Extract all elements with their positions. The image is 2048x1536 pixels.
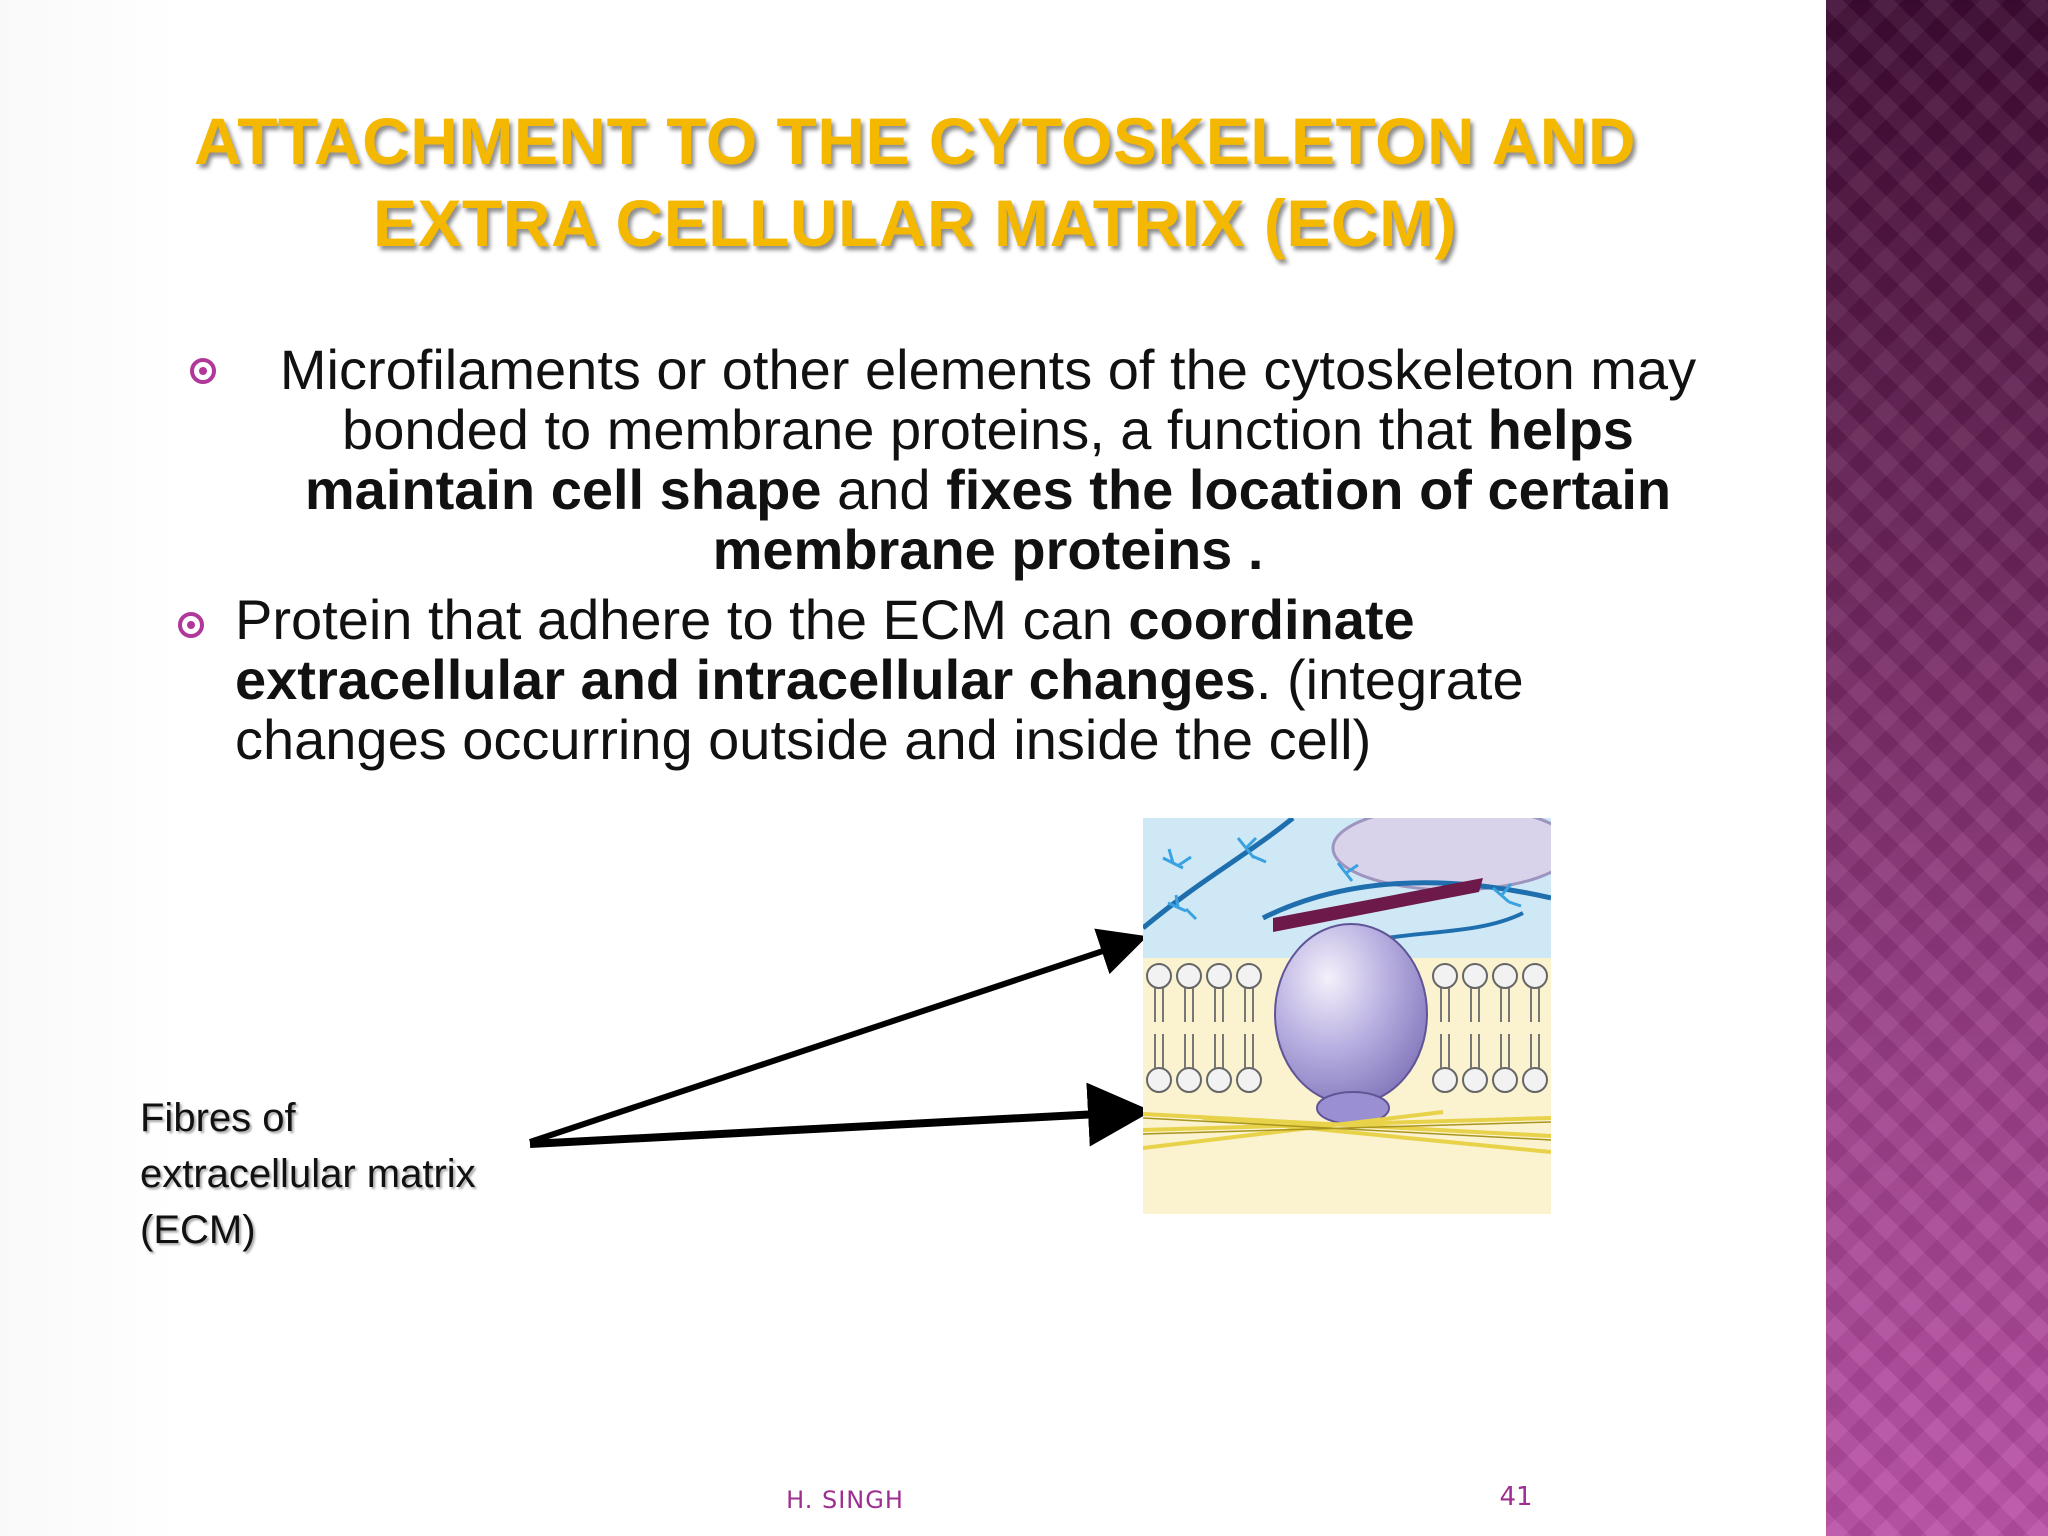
page-number: 41: [1499, 1482, 1533, 1512]
bullet2-text-1: Protein that adhere to the ECM can: [235, 588, 1129, 651]
figure-label-line-2: extracellular matrix: [140, 1152, 476, 1196]
arrow-to-ecm-fibres: [529, 1082, 1152, 1148]
slide-title: ATTACHMENT TO THE CYTOSKELETON AND EXTRA…: [140, 100, 1690, 264]
bullet-item-ecm: Protein that adhere to the ECM can coord…: [170, 590, 1730, 770]
membrane-protein-illustration: [1143, 818, 1551, 1214]
decorative-side-panel: [1826, 0, 2048, 1536]
figure-label-line-1: Fibres of: [140, 1096, 296, 1140]
bullet2-text-2: . (integrate changes occurring outside a…: [235, 648, 1524, 771]
bullet1-bold-2: fixes the location of certain membrane p…: [712, 458, 1672, 581]
bullet2-bold-1: coordinate extracellular and intracellul…: [235, 588, 1415, 711]
arrow-to-cytoskeleton: [529, 928, 1148, 1145]
bullet1-text-2: and: [821, 458, 947, 521]
footer-author: H. SINGH: [786, 1486, 904, 1514]
bullet-icon: [190, 358, 216, 384]
title-line-2: EXTRA CELLULAR MATRIX (ECM): [372, 186, 1458, 260]
bullet-item-cytoskeleton: Microfilaments or other elements of the …: [170, 340, 1730, 580]
bullet1-bold-1: helps maintain cell shape: [304, 398, 1634, 521]
figure-label: Fibres of extracellular matrix (ECM): [140, 1090, 560, 1258]
figure-label-line-3: (ECM): [140, 1208, 256, 1252]
bullet1-text-1: Microfilaments or other elements of the …: [279, 338, 1697, 461]
bullet-icon: [178, 612, 204, 638]
bullet-list: Microfilaments or other elements of the …: [170, 340, 1730, 770]
title-line-1: ATTACHMENT TO THE CYTOSKELETON AND: [193, 104, 1637, 178]
slide-canvas: [0, 0, 1826, 1536]
